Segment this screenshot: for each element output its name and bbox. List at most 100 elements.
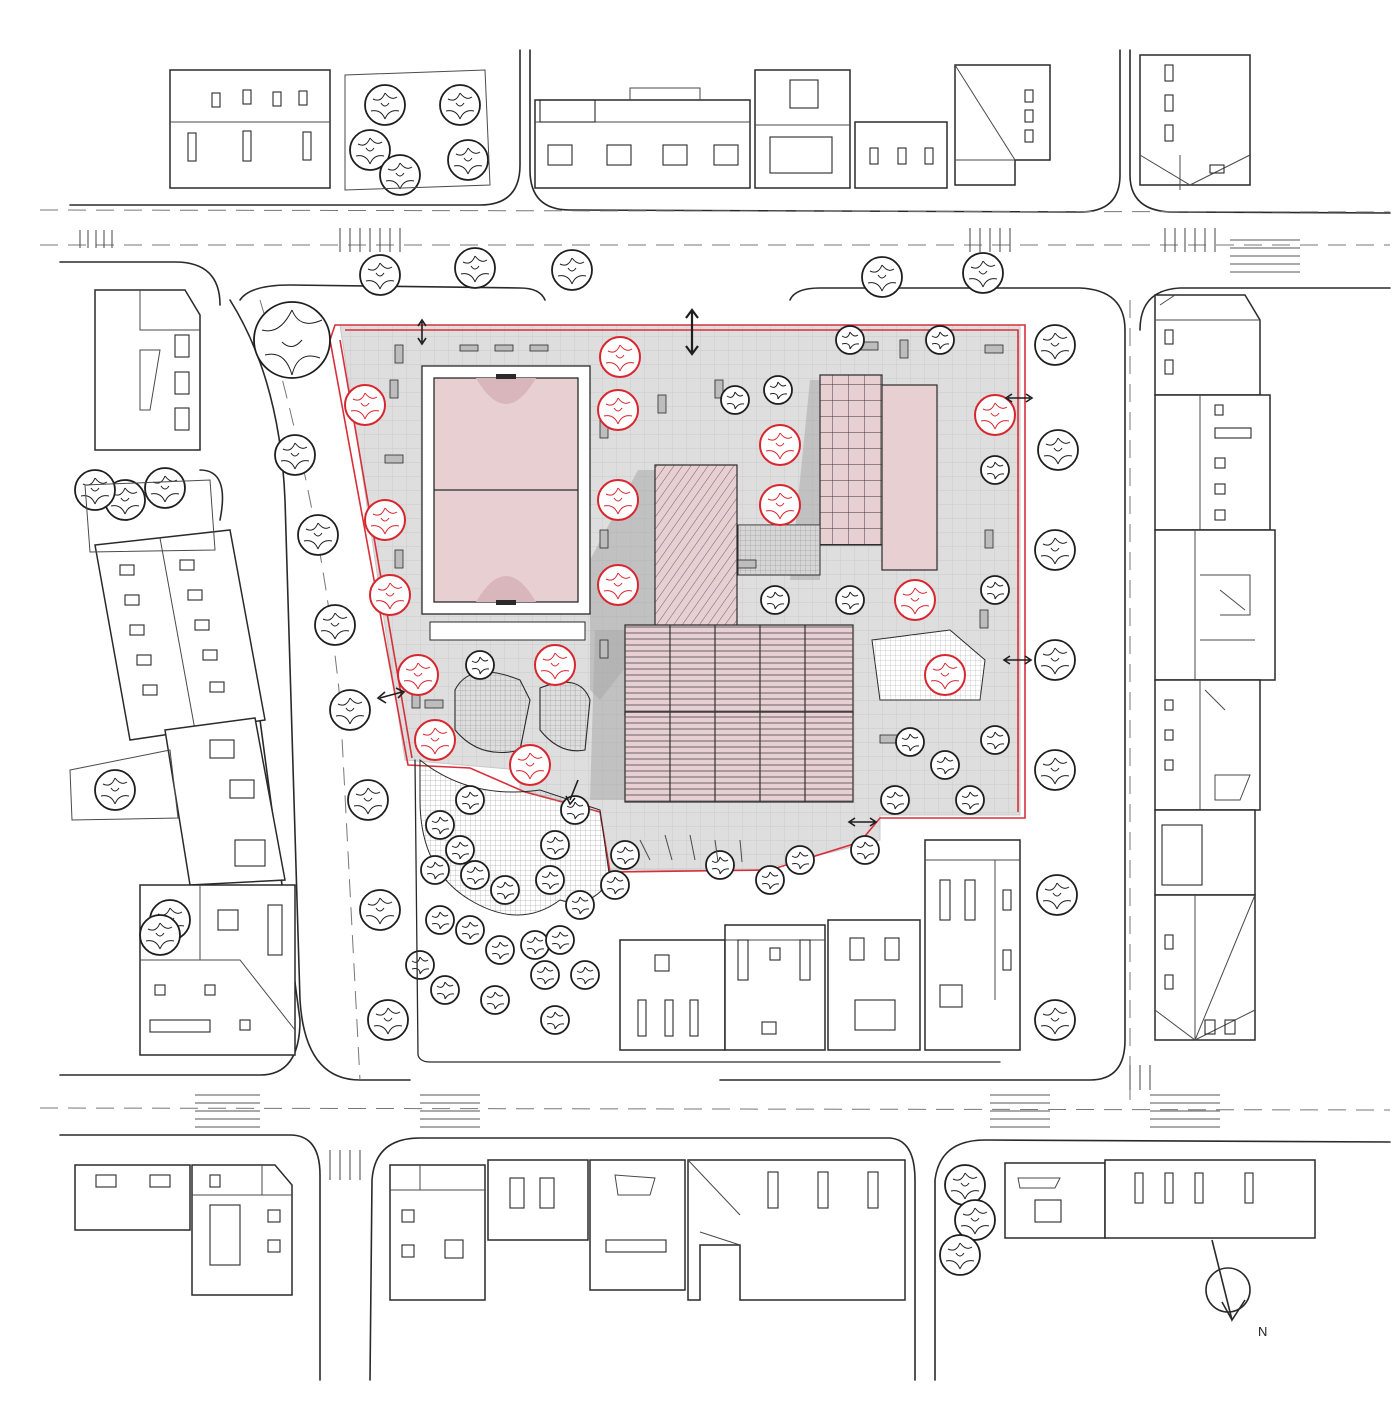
tree-icon <box>551 249 593 291</box>
tree-icon <box>253 301 331 379</box>
tree-icon <box>485 935 515 965</box>
tree-icon <box>139 914 181 956</box>
tree-icon <box>364 84 406 126</box>
red-tree-icon <box>759 424 801 466</box>
tree-icon <box>490 875 520 905</box>
tree-icon <box>850 835 880 865</box>
tree-icon <box>1034 324 1076 366</box>
tree-icon <box>600 870 630 900</box>
tree-icon <box>1034 749 1076 791</box>
tree-icon <box>835 325 865 355</box>
red-tree-icon <box>759 484 801 526</box>
tree-icon <box>425 905 455 935</box>
tree-icon <box>763 375 793 405</box>
tree-icon <box>347 779 389 821</box>
tree-icon <box>455 785 485 815</box>
tree-icon <box>545 925 575 955</box>
red-tree-icon <box>597 479 639 521</box>
tree-icon <box>455 915 485 945</box>
tree-icon <box>930 750 960 780</box>
tree-icon <box>447 139 489 181</box>
entrances <box>376 308 1034 827</box>
school-site <box>329 324 1026 1063</box>
north-arrow-icon <box>1205 1239 1251 1322</box>
tree-icon <box>274 434 316 476</box>
tree-icon <box>465 650 495 680</box>
tree-icon <box>314 604 356 646</box>
street-trees <box>74 84 1079 1276</box>
tree-icon <box>760 585 790 615</box>
red-tree-icon <box>597 564 639 606</box>
tree-icon <box>565 890 595 920</box>
tree-icon <box>520 930 550 960</box>
tree-icon <box>297 514 339 556</box>
tree-icon <box>980 575 1010 605</box>
tree-icon <box>359 254 401 296</box>
red-tree-icon <box>597 389 639 431</box>
tree-icon <box>359 889 401 931</box>
tree-icon <box>425 810 455 840</box>
tree-icon <box>367 999 409 1041</box>
tree-icon <box>420 855 450 885</box>
tree-icon <box>755 865 785 895</box>
tree-icon <box>530 960 560 990</box>
tree-icon <box>880 785 910 815</box>
red-tree-icon <box>364 499 406 541</box>
sports-court <box>421 365 591 615</box>
tree-icon <box>1034 529 1076 571</box>
tree-icon <box>144 467 186 509</box>
tree-icon <box>445 835 475 865</box>
tree-icon <box>405 950 435 980</box>
red-tree-icon <box>397 654 439 696</box>
double-arrow-icon <box>1004 393 1034 403</box>
tree-icon <box>895 727 925 757</box>
tree-icon <box>480 985 510 1015</box>
tree-icon <box>705 850 735 880</box>
red-tree-icon <box>599 336 641 378</box>
tree-icon <box>460 860 490 890</box>
tree-icon <box>540 1005 570 1035</box>
tree-icon <box>835 585 865 615</box>
tree-icon <box>570 960 600 990</box>
tree-icon <box>980 455 1010 485</box>
double-arrow-icon <box>417 318 427 346</box>
tree-icon <box>1034 639 1076 681</box>
tree-icon <box>329 689 371 731</box>
double-arrow-icon <box>376 687 406 704</box>
tree-icon <box>535 865 565 895</box>
double-arrow-icon <box>847 817 878 827</box>
tree-icon <box>1037 429 1079 471</box>
double-arrow-icon <box>1002 655 1033 665</box>
tree-icon <box>1036 874 1078 916</box>
streets <box>39 49 1391 1381</box>
tree-icon <box>430 975 460 1005</box>
double-arrow-icon <box>565 779 579 806</box>
red-tree-icon <box>894 579 936 621</box>
tree-icon <box>939 1234 981 1276</box>
tree-icon <box>962 252 1004 294</box>
tree-icon <box>785 845 815 875</box>
red-tree-icon <box>924 654 966 696</box>
tree-icon <box>1034 999 1076 1041</box>
tree-icon <box>560 795 590 825</box>
north-label: N <box>1258 1324 1267 1339</box>
tree-icon <box>720 385 750 415</box>
double-arrow-icon <box>685 308 699 356</box>
red-tree-icon <box>509 744 551 786</box>
tree-icon <box>980 725 1010 755</box>
red-tree-icon <box>369 574 411 616</box>
tree-icon <box>454 247 496 289</box>
tree-icon <box>944 1164 986 1206</box>
red-tree-icon <box>534 644 576 686</box>
red-tree-icon <box>414 719 456 761</box>
tree-icon <box>955 785 985 815</box>
tree-icon <box>610 840 640 870</box>
tree-icon <box>74 469 116 511</box>
tree-icon <box>954 1199 996 1241</box>
tree-icon <box>861 256 903 298</box>
tree-icon <box>439 84 481 126</box>
tree-icon <box>540 830 570 860</box>
tree-icon <box>94 769 136 811</box>
red-tree-icon <box>974 394 1016 436</box>
